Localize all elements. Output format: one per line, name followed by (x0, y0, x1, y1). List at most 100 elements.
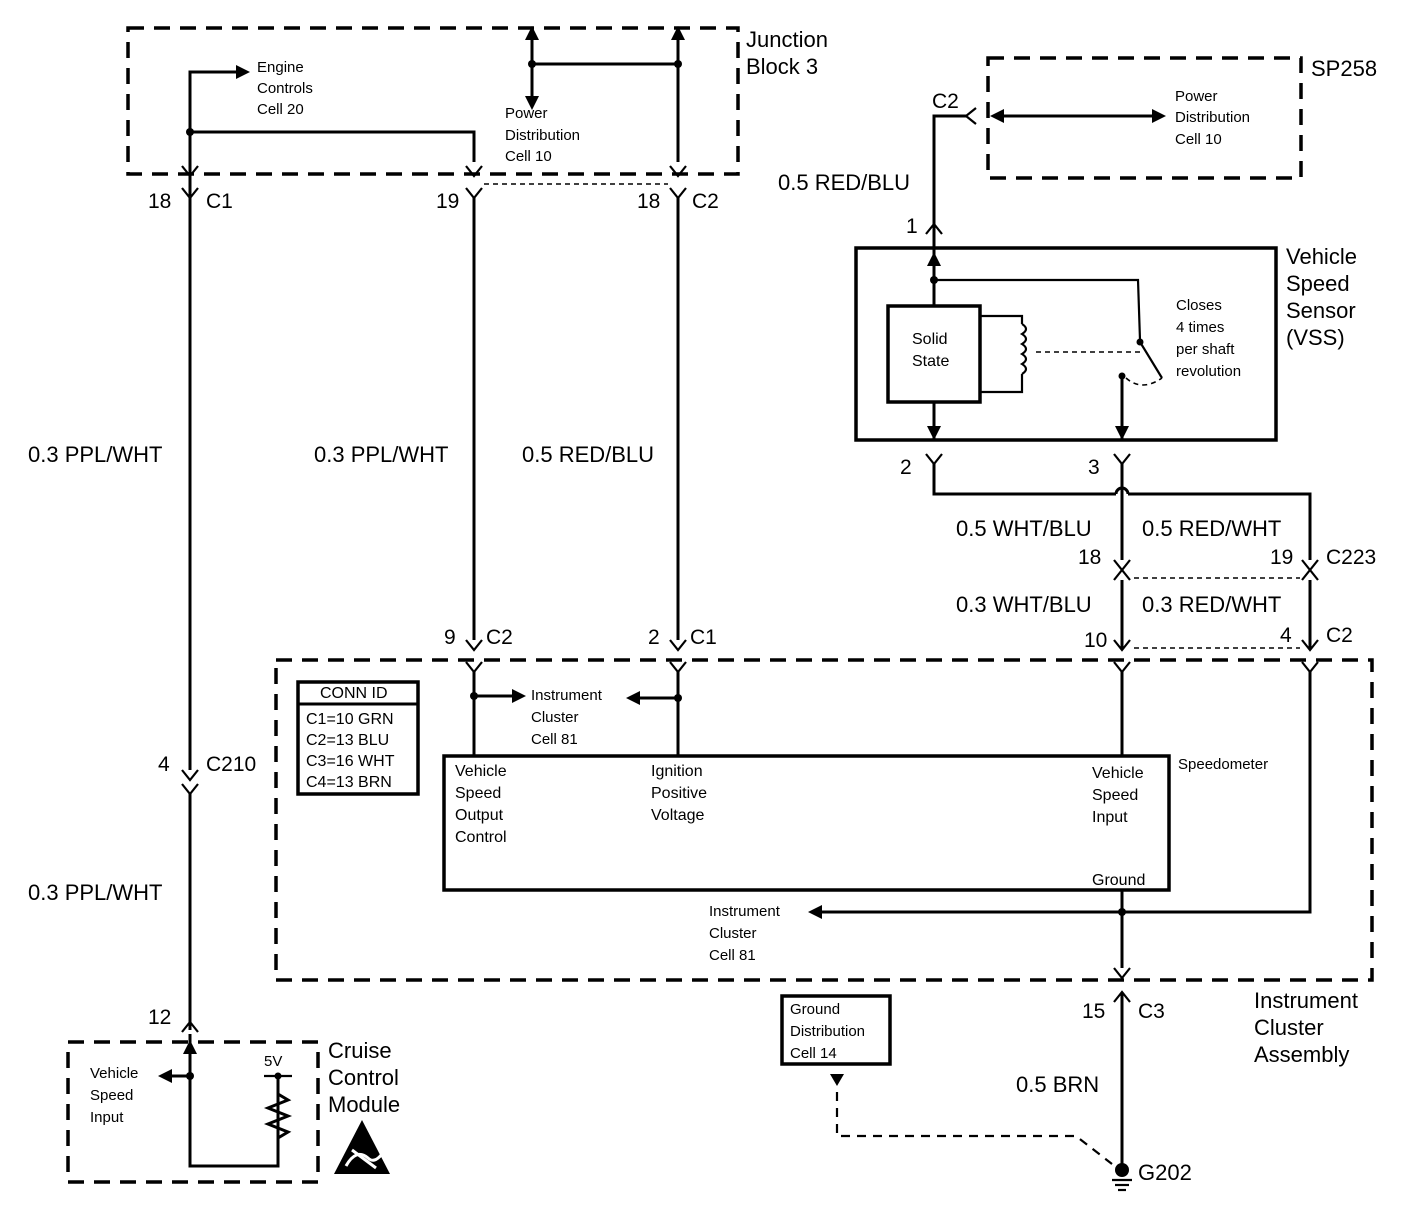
jb-c2-pin: 18 (637, 190, 660, 213)
cruise-in-2: Speed (90, 1087, 133, 1104)
wire-19-label: 0.3 PPL/WHT (314, 442, 448, 467)
instrument-cluster-assembly: Instrument Cluster Assembly CONN ID C1=1… (274, 658, 1374, 1067)
c210-pin: 4 (158, 753, 170, 776)
ic-c3-label: C3 (1138, 1000, 1165, 1023)
speedo-in-1: Vehicle (1092, 765, 1144, 782)
speedo-ground: Ground (1092, 872, 1145, 889)
junction-block-title-2: Block 3 (746, 54, 818, 79)
connector-icon (964, 107, 977, 125)
speedo-ign-1: Ignition (651, 763, 703, 780)
ic-ref-bot-3: Cell 81 (709, 947, 756, 964)
c210-label: C210 (206, 753, 256, 776)
junction-block-3: Junction Block 3 Engine Controls Cell 20… (126, 26, 828, 200)
solid-state-1: Solid (912, 331, 948, 348)
arrow-icon (1115, 426, 1129, 440)
vss-pin-2: 2 (900, 456, 912, 479)
cruise-title-3: Module (328, 1092, 400, 1117)
arrow-icon (183, 1040, 197, 1054)
vss-title-4: (VSS) (1286, 325, 1345, 350)
cruise-control-module: Cruise Control Module Vehicle Speed Inpu… (66, 1034, 400, 1184)
sp258-block: SP258 C2 Power Distribution Cell 10 (932, 56, 1377, 180)
vss-note-2: 4 times (1176, 319, 1224, 336)
wire-vss-supply-label: 0.5 RED/BLU (778, 170, 910, 195)
ic-title-3: Assembly (1254, 1042, 1349, 1067)
vss-sensor: Vehicle Speed Sensor (VSS) 1 Solid State… (854, 215, 1357, 442)
coil-icon (980, 314, 1028, 394)
conn-id-row: C2=13 BLU (306, 732, 389, 749)
solid-state-2: State (912, 353, 949, 370)
wire-ground-label: 0.5 BRN (1016, 1072, 1099, 1097)
vss-note-4: revolution (1176, 363, 1241, 380)
conn-id-row: C4=13 BRN (306, 774, 392, 791)
ic-c2-pin: 9 (444, 626, 456, 649)
cruise-in-1: Vehicle (90, 1065, 138, 1082)
arrow-icon (512, 689, 526, 703)
wire-c2-18-label: 0.5 RED/BLU (522, 442, 654, 467)
arrow-icon (927, 252, 941, 266)
arrow-icon (990, 109, 1004, 123)
c223-pin-b: 19 (1270, 546, 1293, 569)
arrow-icon (830, 1074, 844, 1086)
jb-19-pin: 19 (436, 190, 459, 213)
sp258-title: SP258 (1311, 56, 1377, 81)
speedo-in-2: Speed (1092, 787, 1138, 804)
engine-controls-line3: Cell 20 (257, 101, 304, 118)
wire-vss-low-jog (932, 464, 1116, 496)
ic-ref-top-3: Cell 81 (531, 731, 578, 748)
junction-block-title-1: Junction (746, 27, 828, 52)
speedometer-title: Speedometer (1178, 756, 1268, 773)
vss-pin-3: 3 (1088, 456, 1100, 479)
wire-vss-supply (932, 114, 966, 234)
sp258-line1: Power (1175, 88, 1218, 105)
arrow-icon (808, 905, 822, 919)
speedometer: Speedometer Vehicle Speed Output Control… (442, 754, 1268, 892)
wire-vss-low-top-label: 0.5 WHT/BLU (956, 516, 1092, 541)
ic-c1-label: C1 (690, 626, 717, 649)
jb-c1-pin: 18 (148, 190, 171, 213)
connector-icon (465, 639, 1319, 674)
arrow-icon (927, 426, 941, 440)
speedo-ign-2: Positive (651, 785, 707, 802)
conn-id-title: CONN ID (320, 685, 388, 702)
jb-c2-label: C2 (692, 190, 719, 213)
connector-icon (181, 165, 687, 200)
jb-power-dist-line1: Power (505, 105, 548, 122)
conn-id-row: C3=16 WHT (306, 753, 395, 770)
ic-c2b-pin-a: 10 (1084, 629, 1107, 652)
speedo-out-4: Control (455, 829, 507, 846)
ic-ref-bot-2: Cluster (709, 925, 757, 942)
vss-title-3: Sensor (1286, 298, 1356, 323)
speedo-in-3: Input (1092, 809, 1128, 826)
wire-vss-low-bottom-label: 0.3 WHT/BLU (956, 592, 1092, 617)
arrow-icon (1152, 109, 1166, 123)
ground-dist-line2: Distribution (790, 1023, 865, 1040)
conn-id-row: C1=10 GRN (306, 711, 394, 728)
cruise-title-2: Control (328, 1065, 399, 1090)
speedo-out-1: Vehicle (455, 763, 507, 780)
cruise-title-1: Cruise (328, 1038, 392, 1063)
esd-sensitive-icon (334, 1120, 390, 1174)
wire-c1-18-label: 0.3 PPL/WHT (28, 442, 162, 467)
vss-title-1: Vehicle (1286, 244, 1357, 269)
vss-note-1: Closes (1176, 297, 1222, 314)
conn-id-table: CONN ID C1=10 GRN C2=13 BLU C3=16 WHT C4… (296, 680, 420, 796)
speedo-ign-3: Voltage (651, 807, 704, 824)
connector-icon (925, 222, 943, 235)
connector-icon (1113, 967, 1131, 980)
engine-controls-line2: Controls (257, 80, 313, 97)
sp258-connector: C2 (932, 90, 959, 113)
jb-c1-label: C1 (206, 190, 233, 213)
wire-cruise-label: 0.3 PPL/WHT (28, 880, 162, 905)
jb-power-dist-line3: Cell 10 (505, 148, 552, 165)
ic-ref-top-2: Cluster (531, 709, 579, 726)
cruise-pin: 12 (148, 1006, 171, 1029)
c223-pin-a: 18 (1078, 546, 1101, 569)
wire-vss-high (1128, 492, 1312, 560)
ic-ref-bot-1: Instrument (709, 903, 781, 920)
engine-controls-line1: Engine (257, 59, 304, 76)
ic-c2b-label: C2 (1326, 624, 1353, 647)
ground-dist-line1: Ground (790, 1001, 840, 1018)
sp258-line2: Distribution (1175, 109, 1250, 126)
switch-icon (934, 278, 1163, 386)
